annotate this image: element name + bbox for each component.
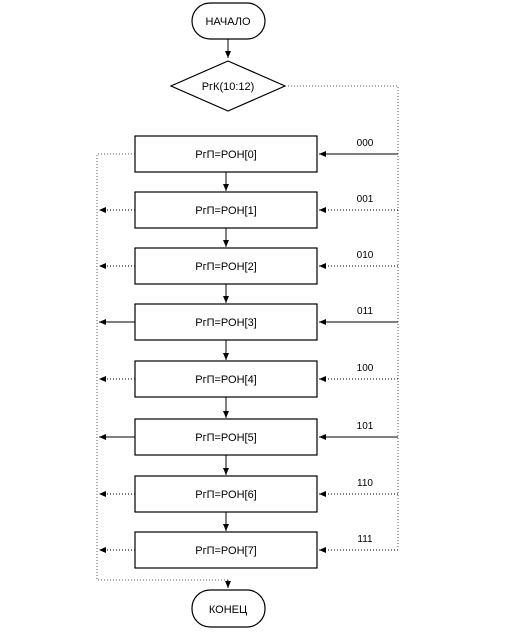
process-label: РгП=РОН[4] bbox=[195, 374, 257, 386]
decision-diamond: РгК(10:12) bbox=[169, 60, 287, 112]
decision-label: РгК(10:12) bbox=[202, 81, 255, 93]
process-block-0: РгП=РОН[0] bbox=[134, 135, 318, 173]
process-block-2: РгП=РОН[2] bbox=[134, 247, 318, 285]
process-label: РгП=РОН[1] bbox=[195, 205, 257, 217]
process-block-7: РгП=РОН[7] bbox=[134, 531, 318, 569]
return-bus-line bbox=[96, 153, 228, 581]
branch-code: 010 bbox=[357, 250, 374, 261]
process-label: РгП=РОН[7] bbox=[195, 545, 257, 557]
process-block-3: РгП=РОН[3] bbox=[134, 303, 318, 341]
process-block-5: РгП=РОН[5] bbox=[134, 418, 318, 456]
start-label: НАЧАЛО bbox=[205, 16, 251, 28]
branch-code: 110 bbox=[357, 478, 373, 489]
start-terminator: НАЧАЛО bbox=[191, 2, 266, 40]
branch-code: 100 bbox=[357, 363, 374, 374]
branch-code: 000 bbox=[357, 138, 374, 149]
process-label: РгП=РОН[5] bbox=[195, 432, 257, 444]
process-label: РгП=РОН[2] bbox=[195, 261, 257, 273]
branch-code: 111 bbox=[357, 534, 373, 545]
branch-code: 011 bbox=[357, 306, 373, 317]
end-terminator: КОНЕЦ bbox=[191, 589, 266, 628]
process-block-1: РгП=РОН[1] bbox=[134, 191, 318, 229]
process-block-6: РгП=РОН[6] bbox=[134, 475, 318, 513]
branch-code: 101 bbox=[357, 421, 374, 432]
process-label: РгП=РОН[3] bbox=[195, 317, 257, 329]
process-label: РгП=РОН[0] bbox=[195, 149, 257, 161]
process-block-4: РгП=РОН[4] bbox=[134, 360, 318, 398]
branch-code: 001 bbox=[357, 194, 374, 205]
end-label: КОНЕЦ bbox=[209, 604, 247, 616]
process-label: РгП=РОН[6] bbox=[195, 489, 257, 501]
